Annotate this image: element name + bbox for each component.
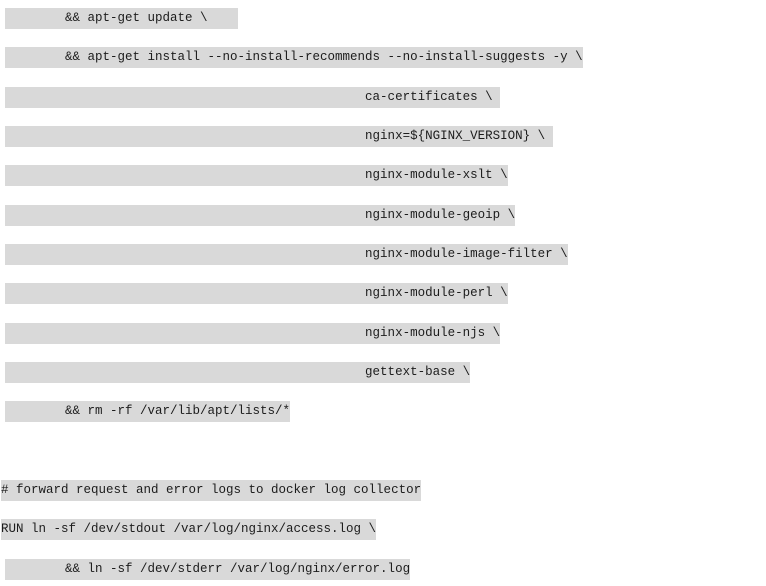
highlighted-code-text: && rm -rf /var/lib/apt/lists/* bbox=[5, 401, 291, 423]
highlighted-code-text: nginx-module-image-filter \ bbox=[5, 243, 568, 265]
highlighted-code-text: && ln -sf /dev/stderr /var/log/nginx/err… bbox=[5, 558, 411, 580]
highlighted-code-text: nginx-module-xslt \ bbox=[5, 165, 508, 187]
code-line bbox=[0, 441, 766, 480]
highlighted-code-text: nginx-module-njs \ bbox=[5, 322, 501, 344]
highlighted-code-text: RUN ln -sf /dev/stdout /var/log/nginx/ac… bbox=[1, 519, 377, 541]
code-line: nginx-module-perl \ bbox=[0, 283, 766, 322]
code-line: gettext-base \ bbox=[0, 361, 766, 401]
highlighted-code-text: && apt-get update \ bbox=[5, 8, 238, 29]
code-line: ca-certificates \ bbox=[0, 86, 766, 126]
code-line: && apt-get update \ bbox=[0, 8, 766, 47]
highlighted-code-text: nginx-module-perl \ bbox=[5, 283, 508, 305]
code-line: nginx-module-njs \ bbox=[0, 322, 766, 362]
highlighted-code-text: nginx-module-geoip \ bbox=[5, 204, 516, 226]
code-line: nginx=${NGINX_VERSION} \ bbox=[0, 125, 766, 165]
code-line: && ln -sf /dev/stderr /var/log/nginx/err… bbox=[0, 558, 766, 586]
highlighted-code-text: gettext-base \ bbox=[5, 361, 471, 383]
code-line: nginx-module-image-filter \ bbox=[0, 243, 766, 283]
code-line: nginx-module-geoip \ bbox=[0, 204, 766, 244]
highlighted-code-text: ca-certificates \ bbox=[5, 86, 501, 108]
highlighted-code-text: # forward request and error logs to dock… bbox=[1, 479, 422, 501]
highlighted-code-text: && apt-get install --no-install-recommen… bbox=[5, 47, 583, 69]
code-line: && rm -rf /var/lib/apt/lists/* bbox=[0, 401, 766, 440]
highlighted-code-text: nginx=${NGINX_VERSION} \ bbox=[5, 125, 553, 147]
code-lines: && apt-get update \ && apt-get install -… bbox=[0, 8, 766, 586]
code-line: nginx-module-xslt \ bbox=[0, 165, 766, 204]
code-line: && apt-get install --no-install-recommen… bbox=[0, 47, 766, 86]
code-line: # forward request and error logs to dock… bbox=[0, 479, 766, 519]
code-line: RUN ln -sf /dev/stdout /var/log/nginx/ac… bbox=[0, 519, 766, 558]
